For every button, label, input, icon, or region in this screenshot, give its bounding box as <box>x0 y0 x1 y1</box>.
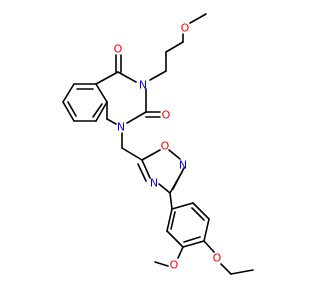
bond <box>170 211 176 230</box>
atom-o-ethoxy: O <box>213 252 222 265</box>
bond <box>171 202 194 210</box>
bonds <box>62 13 254 275</box>
bond <box>141 149 161 161</box>
molecule-diagram: O O N O N O N N O O <box>62 13 254 275</box>
bond <box>95 71 119 85</box>
atom-o-methoxy: O <box>170 259 179 272</box>
bond <box>92 103 103 118</box>
atom-o-ether-top: O <box>181 22 190 35</box>
bond <box>62 83 75 103</box>
bond <box>172 167 185 190</box>
atom-n-ring-lower: N <box>150 177 158 190</box>
bond <box>189 13 207 24</box>
bond <box>62 101 75 122</box>
atom-o-c4: O <box>114 43 123 56</box>
atom-n1: N <box>117 121 125 134</box>
bond <box>67 101 77 117</box>
bond <box>168 149 181 160</box>
bond <box>169 192 173 210</box>
bond <box>106 118 117 125</box>
bond <box>141 159 151 179</box>
bond <box>158 183 171 194</box>
bond <box>203 218 210 242</box>
bond <box>95 101 108 122</box>
bond <box>230 269 254 275</box>
atom-n-ring-upper: N <box>179 159 187 172</box>
bond <box>192 202 210 220</box>
bond <box>149 70 167 81</box>
bond <box>166 230 184 248</box>
bond <box>137 163 147 182</box>
molecule-svg: O O N O N O N N O O <box>62 13 254 275</box>
bond <box>126 111 147 124</box>
bond <box>220 263 232 275</box>
bond <box>166 208 173 232</box>
bond <box>191 207 205 221</box>
bond <box>177 246 184 259</box>
bond <box>165 41 184 53</box>
atom-o-c2: O <box>162 109 171 122</box>
bond <box>183 236 201 243</box>
bond <box>121 147 143 161</box>
atom-n3: N <box>139 79 147 92</box>
bond <box>154 261 169 267</box>
atom-o-ring: O <box>161 140 170 153</box>
bond <box>117 71 137 83</box>
bond <box>203 240 215 253</box>
bond <box>95 83 108 103</box>
atom-labels: O O N O N O N N O O <box>114 22 222 272</box>
bond <box>182 240 205 248</box>
